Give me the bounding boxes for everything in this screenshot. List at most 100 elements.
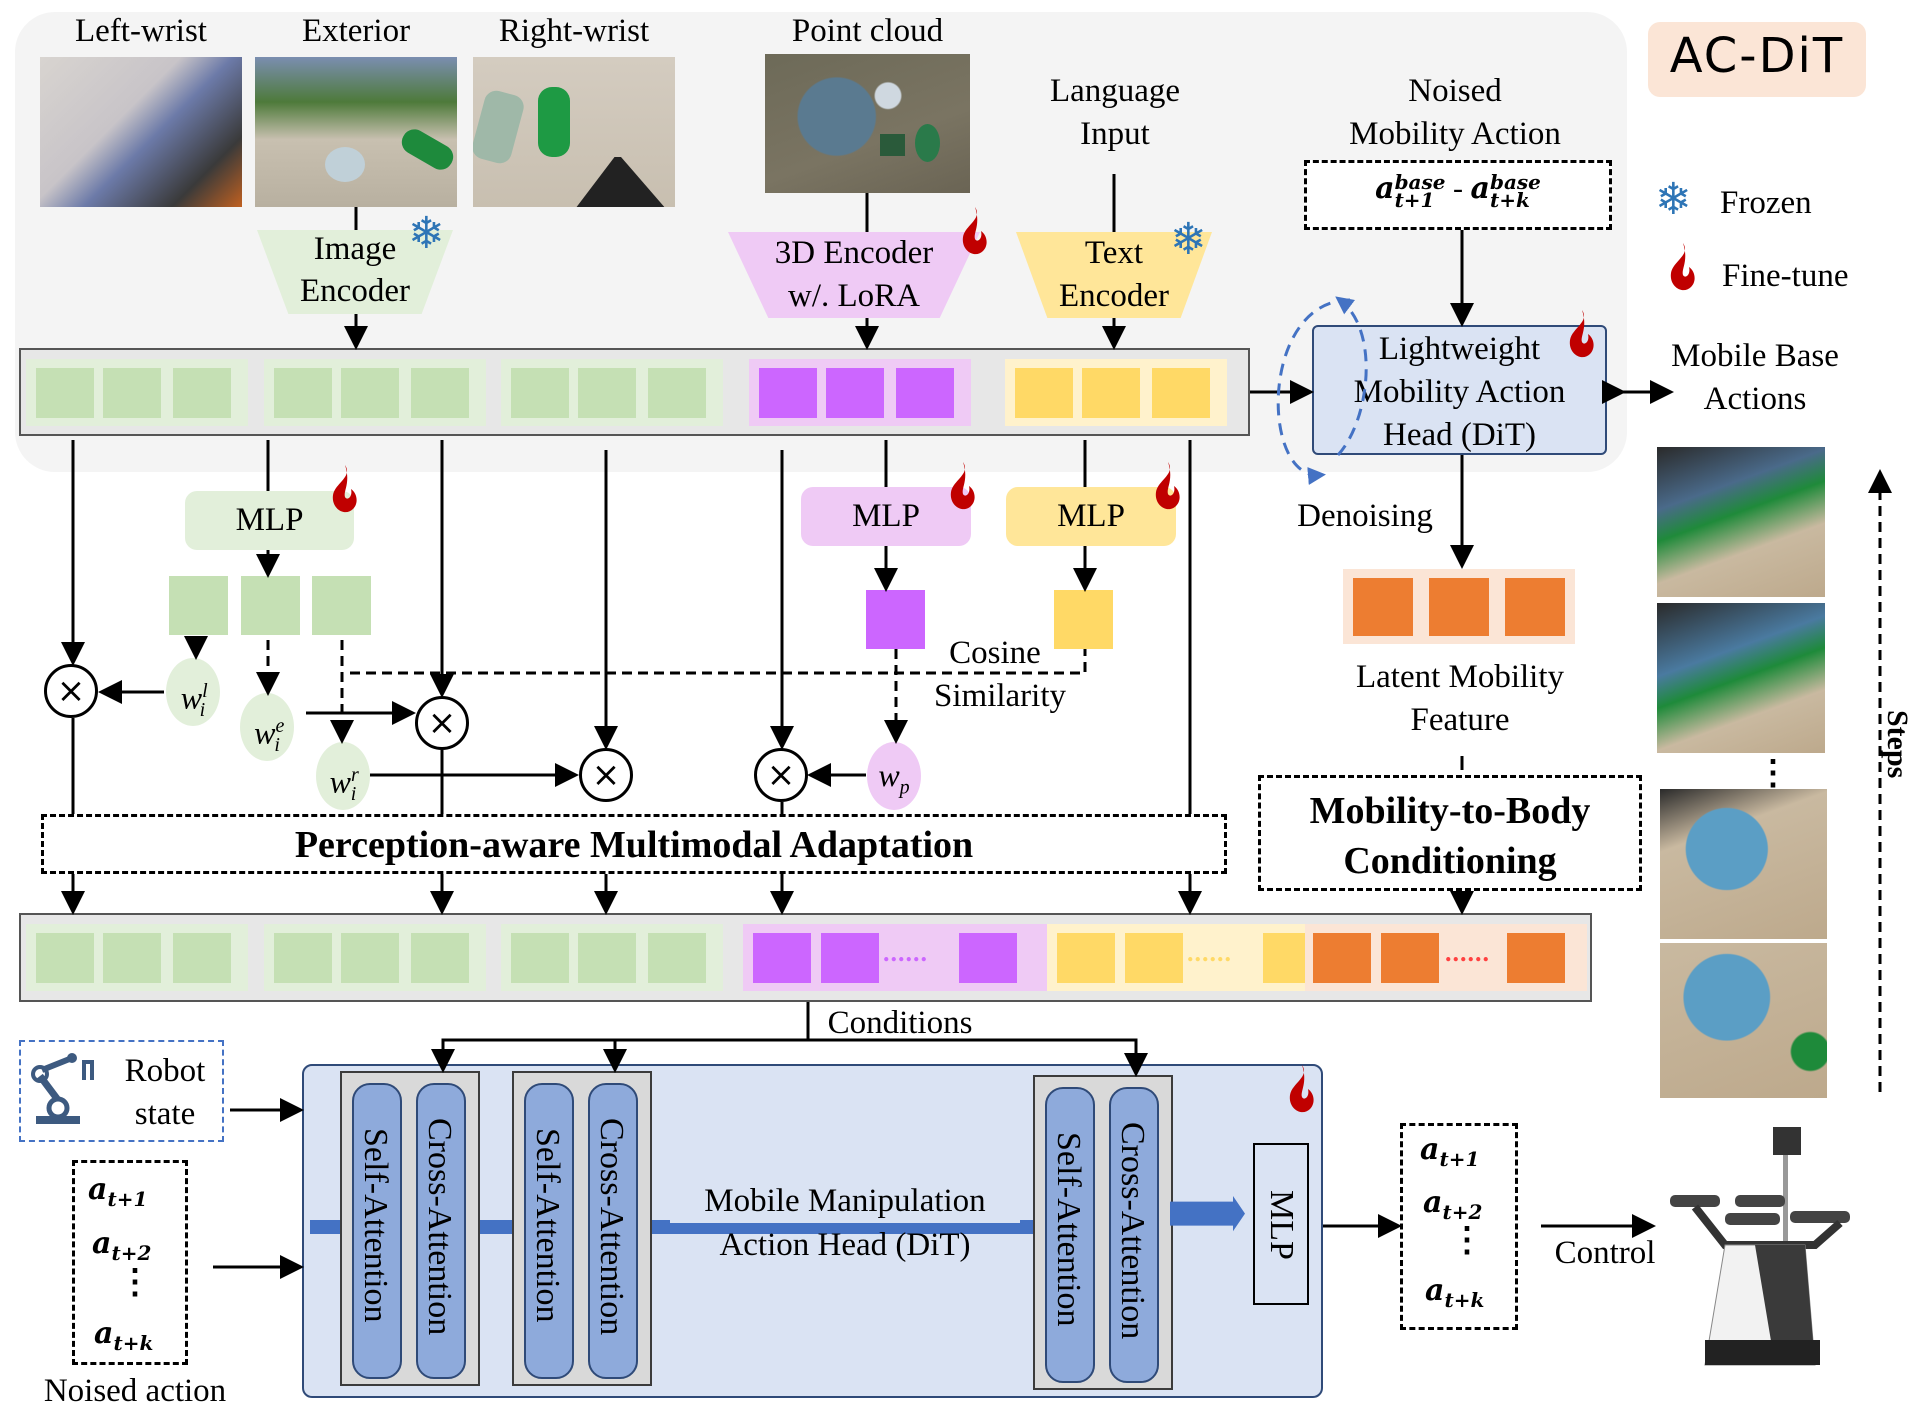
multiply-pointcloud: ×: [754, 748, 808, 802]
output-action-item: at+k: [1425, 1273, 1485, 1312]
mlp-pointcloud: MLP: [801, 487, 971, 546]
token: [511, 368, 569, 418]
cam-label-exterior: Exterior: [301, 13, 411, 49]
language-input-label-2: Input: [1080, 116, 1150, 152]
flame-icon: [943, 462, 977, 517]
mobility-to-body-label-2: Conditioning: [1343, 840, 1557, 882]
robot-state-label-2: state: [134, 1096, 196, 1132]
token: [341, 933, 399, 983]
image-weight-token: [169, 576, 228, 635]
cross-attention-label: Cross-Attention: [421, 1118, 458, 1336]
cam-label-left-wrist: Left-wrist: [75, 13, 207, 49]
multiply-left-wrist: ×: [44, 664, 98, 718]
flame-icon: [955, 207, 989, 262]
denoising-label: Denoising: [1297, 498, 1433, 534]
token: [1015, 368, 1073, 418]
mobility-head-label-3: Head (DiT): [1382, 417, 1536, 453]
token: [1057, 933, 1115, 983]
right-wrist-token-group: [501, 359, 723, 426]
token: [1381, 933, 1439, 983]
dit-mlp-label: MLP: [1263, 1190, 1300, 1260]
token: [36, 368, 94, 418]
token: [1313, 933, 1371, 983]
noised-action-label: Noised action: [43, 1373, 227, 1409]
exterior-image: [255, 57, 457, 207]
conditions-label: Conditions: [827, 1005, 973, 1041]
latent-feature-label-1: Latent Mobility: [1355, 659, 1565, 695]
flame-icon: [1663, 243, 1697, 298]
token: [648, 933, 706, 983]
image-encoder-label-2: Encoder: [300, 273, 410, 309]
token: [648, 368, 706, 418]
point-cloud-label: Point cloud: [791, 13, 944, 49]
token: [753, 933, 811, 983]
legend-finetune-label: Fine-tune: [1722, 258, 1849, 294]
robot-state-box: [19, 1040, 224, 1142]
token: [341, 368, 399, 418]
dit-title-2: Action Head (DiT): [719, 1227, 971, 1263]
mobility-condition-group: ......: [1305, 924, 1587, 991]
pma-label: Perception-aware Multimodal Adaptation: [294, 824, 974, 866]
noised-action-item: at+1: [88, 1172, 148, 1211]
snowflake-icon: ❄: [408, 208, 445, 259]
cross-attention-1: [416, 1083, 466, 1379]
exterior-token-group: [264, 359, 486, 426]
self-attention-label: Self-Attention: [1050, 1132, 1087, 1327]
latent-token: [1505, 578, 1565, 636]
image-encoder-label-1: Image: [313, 231, 397, 267]
dit-title-1: Mobile Manipulation: [670, 1180, 1020, 1223]
cross-attention-2: [588, 1083, 638, 1379]
mlp-image: MLP: [185, 491, 354, 550]
weight-right-wrist: wri: [316, 742, 370, 810]
flame-icon: [1282, 1065, 1316, 1120]
point-cloud-image: [765, 54, 970, 193]
token: [959, 933, 1017, 983]
exterior-condition-group: [264, 924, 486, 991]
control-label: Control: [1554, 1235, 1656, 1271]
token: [173, 933, 231, 983]
token: [1152, 368, 1210, 418]
cam-label-right-wrist: Right-wrist: [498, 13, 650, 49]
step-image-2: [1657, 603, 1825, 753]
token: [1082, 368, 1140, 418]
language-input-label-1: Language: [1049, 73, 1181, 109]
cross-attention-n: [1109, 1087, 1159, 1383]
cross-attention-label: Cross-Attention: [593, 1118, 630, 1336]
step-image-3: [1660, 789, 1827, 939]
dit-mlp: [1253, 1143, 1309, 1305]
mobility-head-label-1: Lightweight: [1378, 331, 1541, 367]
output-action-item: at+1: [1420, 1132, 1480, 1171]
token: [274, 933, 332, 983]
text-encoder-label-1: Text: [1084, 235, 1144, 271]
weight-pointcloud: wp: [867, 742, 921, 810]
token: [103, 933, 161, 983]
robot-arm-icon: [31, 1053, 94, 1124]
mlp-text: MLP: [1006, 487, 1176, 546]
right-wrist-condition-group: [501, 924, 723, 991]
3d-encoder-label-1: 3D Encoder: [774, 235, 934, 271]
weight-exterior: wei: [240, 693, 294, 761]
self-attention-label: Self-Attention: [357, 1128, 394, 1323]
encoded-token-row: [19, 348, 1250, 436]
steps-vdots: ⋮: [1756, 755, 1790, 792]
left-wrist-condition-group: [26, 924, 248, 991]
noised-action-vdots: ⋮: [118, 1264, 152, 1301]
steps-label: Steps: [1881, 710, 1914, 779]
latent-feature-label-2: Feature: [1410, 702, 1510, 738]
latent-token: [1353, 578, 1413, 636]
token: [103, 368, 161, 418]
token: [578, 368, 636, 418]
weight-left-wrist: wli: [166, 658, 220, 726]
token: [759, 368, 817, 418]
token: [511, 933, 569, 983]
token: [826, 368, 884, 418]
token: [36, 933, 94, 983]
token: [411, 368, 469, 418]
pointcloud-condition-group: ......: [743, 924, 1047, 991]
condition-token-row: ..................: [19, 913, 1592, 1002]
token-ellipsis: ......: [1187, 938, 1232, 967]
token: [896, 368, 954, 418]
flame-icon: [1148, 462, 1182, 517]
